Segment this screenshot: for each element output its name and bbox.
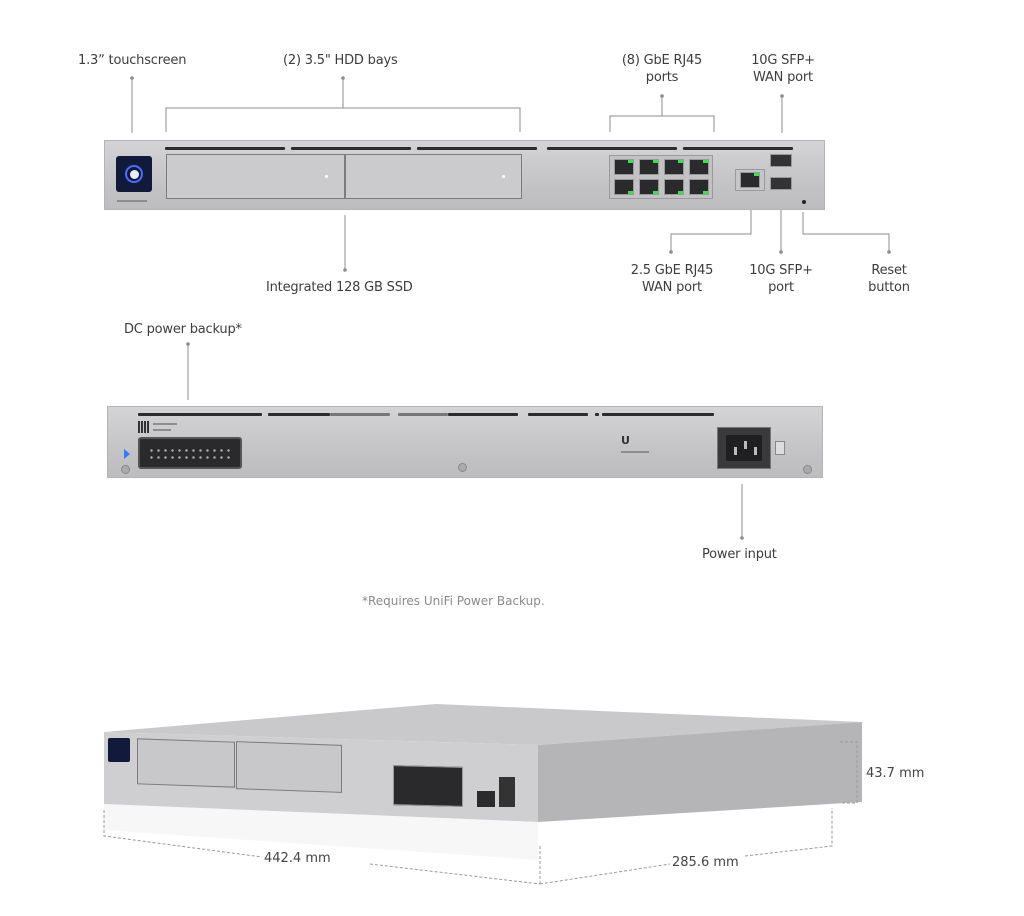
dim-line-height <box>840 741 858 804</box>
iso-hdd-bay-1 <box>137 738 235 788</box>
socket-inner <box>726 435 762 461</box>
dimension-width: 442.4 mm <box>264 851 331 866</box>
device-side <box>538 722 862 822</box>
label-sfp-wan-line1: 10G SFP+ <box>751 53 815 68</box>
label-dc-power: DC power backup* <box>124 322 242 337</box>
ubiquiti-logo-icon: U <box>621 434 630 447</box>
leader-rj45-wan <box>670 210 752 252</box>
dc-power-backup-connector[interactable] <box>138 437 242 469</box>
rj45-port-7[interactable] <box>664 179 684 195</box>
bracket-gbe-ports <box>609 115 715 132</box>
label-reset-line2: button <box>868 280 910 295</box>
vent <box>398 413 448 416</box>
device-top <box>104 704 862 745</box>
label-rj45-wan-line2: WAN port <box>642 280 702 295</box>
rj45-port-1[interactable] <box>614 159 634 175</box>
label-gbe-ports: (8) GbE RJ45 ports <box>616 52 708 86</box>
dimension-depth: 285.6 mm <box>672 855 739 870</box>
label-rj45-wan-line1: 2.5 GbE RJ45 <box>630 263 714 278</box>
vent <box>595 413 599 416</box>
label-touchscreen: 1.3ˮ touchscreen <box>78 53 187 68</box>
label-power-input: Power input <box>702 547 777 562</box>
socket-pin <box>754 447 757 455</box>
vent <box>602 413 714 416</box>
screen-dot-icon <box>129 169 139 179</box>
label-sfp-port-line1: 10G SFP+ <box>749 263 813 278</box>
label-reset-line1: Reset <box>871 263 907 278</box>
leader-reset <box>802 212 890 252</box>
vent <box>683 147 793 150</box>
rear-panel: U <box>107 406 823 478</box>
hdd-bay-1[interactable] <box>166 154 345 199</box>
vent <box>547 147 677 150</box>
bracket-hdd-bays <box>165 107 521 132</box>
rj45-port-5[interactable] <box>614 179 634 195</box>
vent <box>291 147 411 150</box>
vent <box>138 413 262 416</box>
rj45-port-4[interactable] <box>689 159 709 175</box>
screw-icon <box>121 465 130 474</box>
bay-led-icon <box>325 175 328 178</box>
rj45-port-8[interactable] <box>689 179 709 195</box>
label-text-mark <box>153 423 177 425</box>
label-gbe-ports-line2: ports <box>645 70 679 85</box>
label-text-mark <box>153 429 171 431</box>
dc-input-arrow-icon <box>124 449 130 459</box>
bay-led-icon <box>502 175 505 178</box>
screw-icon <box>458 463 467 472</box>
power-input-socket[interactable] <box>717 427 771 469</box>
label-sfp-port: 10G SFP+ port <box>742 262 820 296</box>
label-rj45-wan: 2.5 GbE RJ45 WAN port <box>620 262 724 296</box>
reset-button[interactable] <box>802 200 806 204</box>
wan-rj45-housing <box>735 169 765 191</box>
vent <box>528 413 588 416</box>
gbe-port-block <box>609 155 713 199</box>
vent <box>268 413 330 416</box>
vent <box>330 413 390 416</box>
vent <box>165 147 285 150</box>
screw-icon <box>803 465 812 474</box>
dimension-height: 43.7 mm <box>866 766 925 781</box>
hdd-bay-2[interactable] <box>345 154 522 199</box>
rj45-port-3[interactable] <box>664 159 684 175</box>
label-sfp-wan: 10G SFP+ WAN port <box>746 52 820 86</box>
dim-line-width-right <box>369 863 541 885</box>
dim-line-depth-right <box>744 808 833 857</box>
iso-rj45-wan <box>477 791 495 807</box>
label-sfp-wan-line2: WAN port <box>753 70 813 85</box>
sfp-port[interactable] <box>770 177 792 190</box>
front-panel <box>104 140 825 210</box>
label-sfp-port-line2: port <box>768 280 794 295</box>
iso-gbe-ports <box>393 765 463 807</box>
sfp-wan-port[interactable] <box>770 154 792 167</box>
iso-hdd-bay-2 <box>236 741 342 793</box>
dim-line-width-left <box>103 810 263 858</box>
rj45-wan-port[interactable] <box>740 172 760 188</box>
cert-marks <box>621 451 649 453</box>
label-reset: Reset button <box>858 262 920 296</box>
qr-code-icon <box>138 421 150 433</box>
socket-pin <box>734 447 737 455</box>
connector-pins <box>148 447 232 459</box>
iso-sfp-ports <box>499 777 515 807</box>
label-hdd-bays: (2) 3.5" HDD bays <box>283 53 398 68</box>
label-ssd: Integrated 128 GB SSD <box>266 280 413 295</box>
socket-pin <box>744 441 747 449</box>
touchscreen-display[interactable] <box>116 156 152 192</box>
rj45-port-2[interactable] <box>639 159 659 175</box>
footnote: *Requires UniFi Power Backup. <box>362 594 545 608</box>
label-gbe-ports-line1: (8) GbE RJ45 <box>621 53 703 68</box>
dim-line-depth-left <box>539 863 671 885</box>
ground-tab <box>775 441 785 455</box>
screen-ring-icon <box>125 165 143 183</box>
model-label-mark <box>117 200 147 202</box>
vent <box>417 147 537 150</box>
vent <box>448 413 518 416</box>
iso-touchscreen <box>108 738 130 762</box>
device-reflection <box>104 804 538 860</box>
rj45-port-6[interactable] <box>639 179 659 195</box>
